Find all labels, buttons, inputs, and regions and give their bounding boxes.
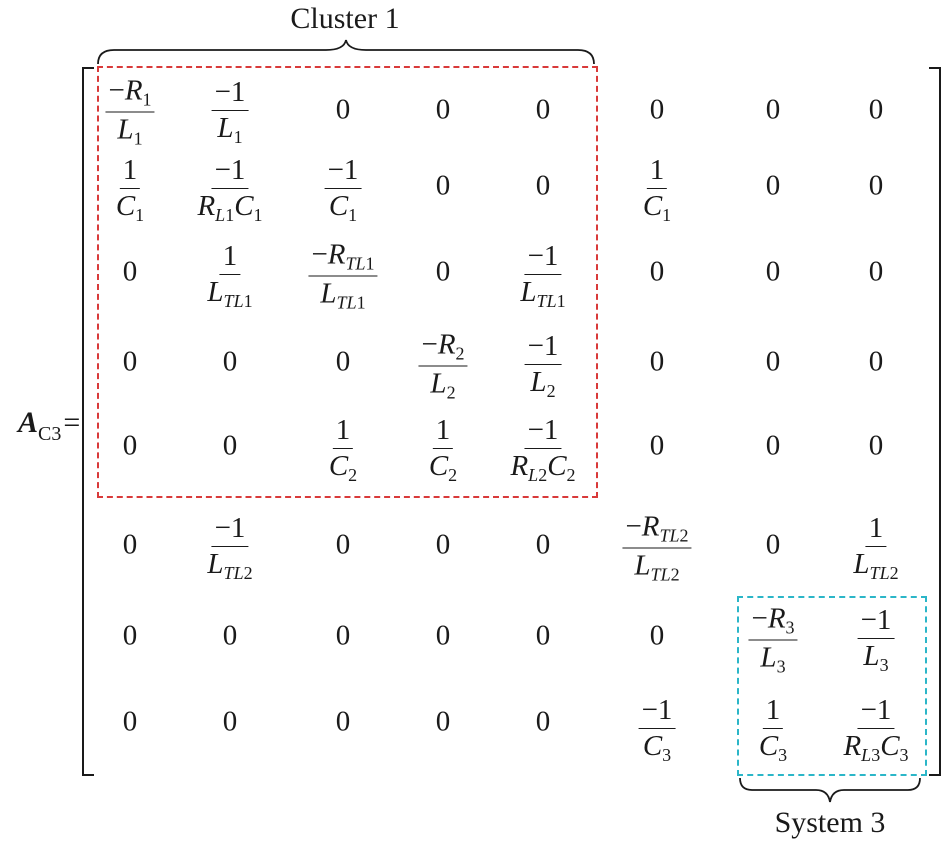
matrix-cell: 0 <box>222 619 238 652</box>
matrix-cell: 0 <box>222 705 238 738</box>
matrix-cell: 0 <box>765 528 781 561</box>
matrix-cell: 0 <box>765 345 781 378</box>
matrix-name: AC3= <box>18 406 81 445</box>
matrix-cell: 0 <box>435 93 451 126</box>
matrix-cell: 0 <box>335 93 351 126</box>
matrix-cell: 0 <box>868 169 884 202</box>
system-3-label: System 3 <box>774 806 886 839</box>
matrix-cell: 0 <box>868 345 884 378</box>
matrix-cell: 0 <box>435 528 451 561</box>
matrix-cell: 0 <box>535 705 551 738</box>
matrix-cell: 0 <box>335 528 351 561</box>
matrix-cell: 0 <box>435 619 451 652</box>
system-3-box <box>737 596 927 776</box>
matrix-cell: 0 <box>765 169 781 202</box>
matrix-cell: 0 <box>765 255 781 288</box>
matrix-cell: 0 <box>122 619 138 652</box>
matrix-cell: 0 <box>335 345 351 378</box>
matrix-cell: 0 <box>649 255 665 288</box>
matrix-cell: 0 <box>535 528 551 561</box>
matrix-cell: 0 <box>335 619 351 652</box>
matrix-cell: 0 <box>868 429 884 462</box>
cluster-1-box <box>97 66 598 498</box>
matrix-cell: 0 <box>765 93 781 126</box>
matrix-cell: 0 <box>122 528 138 561</box>
right-bracket <box>929 67 941 776</box>
matrix-cell: 0 <box>649 345 665 378</box>
matrix-cell: 0 <box>435 169 451 202</box>
matrix-cell: 0 <box>435 705 451 738</box>
matrix-cell: 0 <box>649 93 665 126</box>
matrix-cell: 0 <box>868 93 884 126</box>
matrix-cell: 0 <box>435 255 451 288</box>
matrix-cell: 0 <box>765 429 781 462</box>
matrix-cell: 0 <box>535 93 551 126</box>
matrix-cell: 0 <box>535 169 551 202</box>
cluster-1-brace <box>97 39 595 65</box>
matrix-cell: 0 <box>535 619 551 652</box>
system-3-brace <box>739 777 921 803</box>
cluster-1-label: Cluster 1 <box>290 2 400 35</box>
matrix-cell: 0 <box>868 255 884 288</box>
matrix-cell: 0 <box>222 429 238 462</box>
matrix-cell: 0 <box>649 619 665 652</box>
matrix-cell: 0 <box>649 429 665 462</box>
matrix-cell: 0 <box>222 345 238 378</box>
matrix-cell: 0 <box>122 255 138 288</box>
matrix-cell: 0 <box>335 705 351 738</box>
matrix-cell: 0 <box>122 705 138 738</box>
left-bracket <box>82 67 94 776</box>
matrix-cell: 0 <box>122 345 138 378</box>
matrix-cell: 0 <box>122 429 138 462</box>
